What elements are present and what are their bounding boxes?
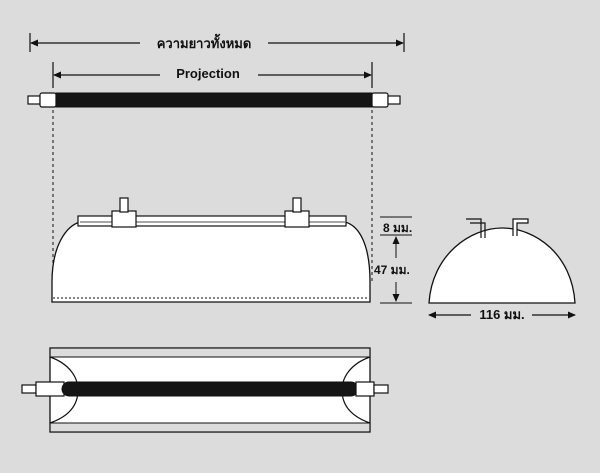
height-top-label: 8 มม. — [383, 221, 412, 235]
projection-label: Projection — [176, 66, 240, 81]
reflector-side-view — [51, 197, 371, 303]
top-tube-left-cap — [35, 381, 65, 397]
tube-right-pin — [387, 95, 401, 105]
end-view-clip-left — [466, 218, 482, 238]
top-tube-right-cap — [355, 381, 375, 397]
tube-left-cap — [39, 92, 57, 108]
heater-tube-side — [27, 92, 401, 108]
top-tube-body — [61, 381, 359, 397]
end-view-clip-right — [512, 218, 529, 236]
top-tube-right-pin — [373, 384, 389, 394]
top-view — [21, 347, 389, 433]
end-view-clip-left-inner — [470, 222, 486, 238]
end-view-body — [428, 227, 576, 304]
total-length-label: ความยาวทั้งหมด — [157, 33, 252, 51]
end-view — [428, 218, 576, 304]
tube-right-cap — [371, 92, 389, 108]
top-view-bottom-band — [51, 423, 369, 431]
height-body-label: 47 มม. — [374, 263, 410, 277]
reflector-top-rail — [77, 215, 347, 227]
width-label: 116 มม. — [479, 307, 524, 322]
reflector-body — [51, 221, 371, 303]
height-dimensions: 8 มม. 47 มม. — [374, 216, 412, 304]
mount-bracket-left — [111, 197, 137, 228]
tube-left-pin — [27, 95, 41, 105]
projection-dimension: Projection — [52, 62, 373, 88]
tube-body — [55, 92, 373, 108]
width-dimension: 116 มม. — [428, 307, 576, 322]
mount-bracket-right — [284, 197, 310, 228]
top-tube-left-pin — [21, 384, 37, 394]
total-length-dimension: ความยาวทั้งหมด — [29, 33, 405, 52]
top-view-top-band — [51, 349, 369, 357]
